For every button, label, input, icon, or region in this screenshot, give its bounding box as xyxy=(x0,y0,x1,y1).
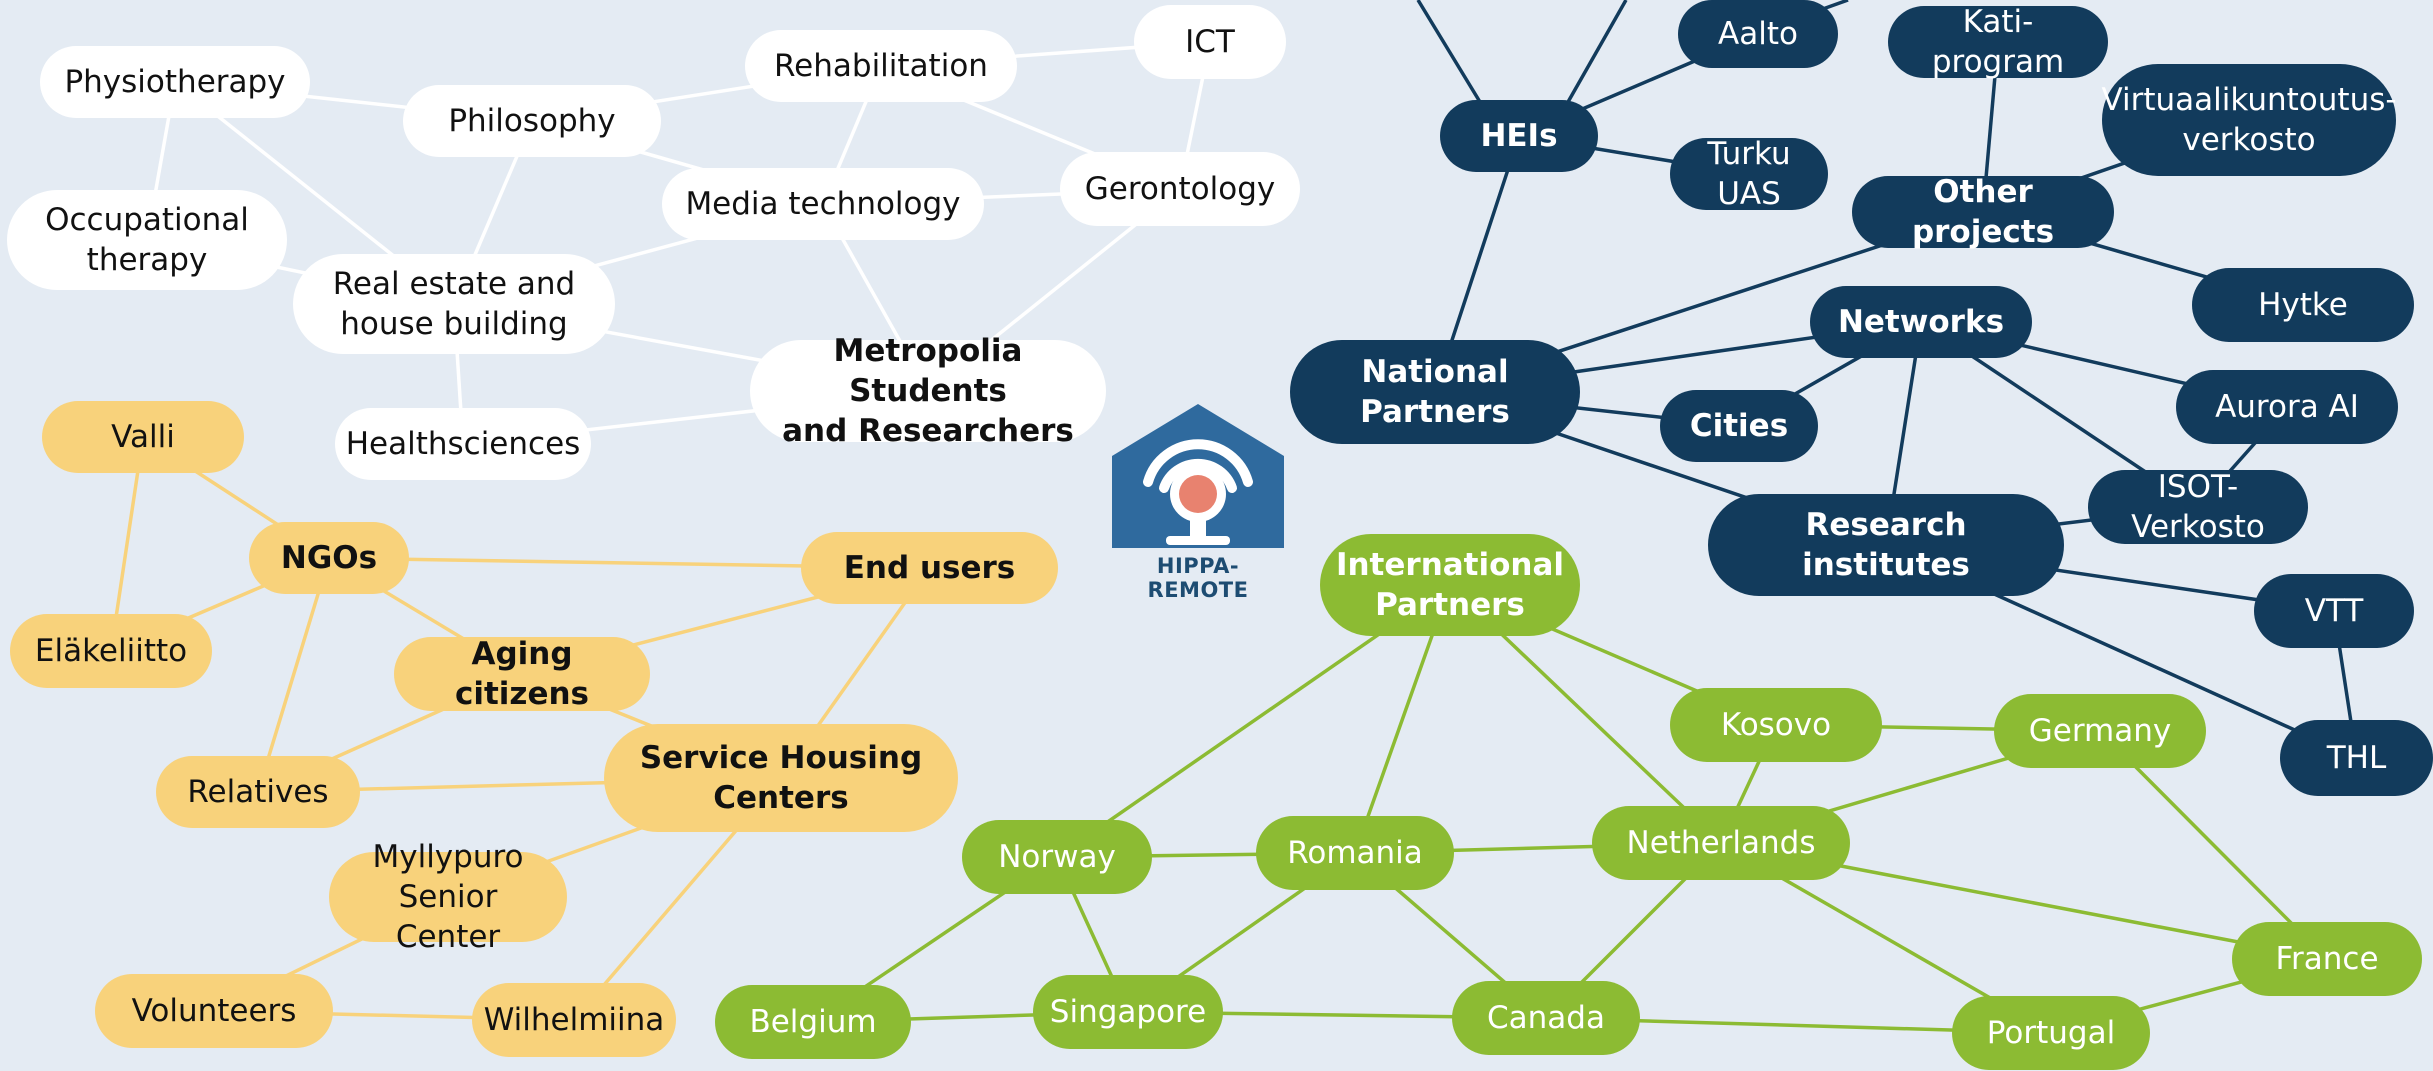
hippa-remote-logo: HIPPA-REMOTE xyxy=(1108,402,1288,602)
node-volunteers[interactable]: Volunteers xyxy=(95,974,333,1048)
node-kati[interactable]: Kati-program xyxy=(1888,4,2108,80)
node-national[interactable]: National Partners xyxy=(1290,340,1580,444)
node-france[interactable]: France xyxy=(2232,922,2422,996)
node-gerontology[interactable]: Gerontology xyxy=(1060,152,1300,226)
node-philosophy[interactable]: Philosophy xyxy=(403,85,661,157)
node-myllypuro[interactable]: Myllypuro Senior Center xyxy=(329,839,567,955)
node-canada[interactable]: Canada xyxy=(1452,981,1640,1055)
node-norway[interactable]: Norway xyxy=(962,820,1152,894)
node-singapore[interactable]: Singapore xyxy=(1033,975,1223,1049)
edge-heis-offscreen-1 xyxy=(1416,0,1482,103)
node-elakeliitto[interactable]: Eläkeliitto xyxy=(10,614,212,688)
node-service-housing[interactable]: Service Housing Centers xyxy=(604,724,958,832)
node-international[interactable]: International Partners xyxy=(1320,534,1580,636)
logo-icon xyxy=(1112,404,1284,548)
node-cities[interactable]: Cities xyxy=(1660,390,1818,462)
edge-heis-offscreen-2 xyxy=(1566,0,1628,103)
node-ict[interactable]: ICT xyxy=(1134,5,1286,79)
node-physiotherapy[interactable]: Physiotherapy xyxy=(40,46,310,118)
node-end-users[interactable]: End users xyxy=(801,532,1058,604)
node-isot[interactable]: ISOT-Verkosto xyxy=(2088,469,2308,545)
node-metropolia[interactable]: Metropolia Students and Researchers xyxy=(750,333,1106,449)
node-rehabilitation[interactable]: Rehabilitation xyxy=(745,30,1017,102)
node-healthsciences[interactable]: Healthsciences xyxy=(335,408,591,480)
edge-ngos-relatives xyxy=(256,557,331,793)
node-turku[interactable]: Turku UAS xyxy=(1670,136,1828,212)
node-virtuaali[interactable]: Virtuaalikuntoutus- verkosto xyxy=(2101,64,2397,176)
node-aurora[interactable]: Aurora AI xyxy=(2176,370,2398,444)
node-wilhelmiina[interactable]: Wilhelmiina xyxy=(472,983,676,1057)
node-occupational-therapy[interactable]: Occupational therapy xyxy=(7,190,287,290)
logo-label: HIPPA-REMOTE xyxy=(1147,554,1249,602)
node-romania[interactable]: Romania xyxy=(1256,816,1454,890)
node-netherlands[interactable]: Netherlands xyxy=(1592,806,1850,880)
node-media-technology[interactable]: Media technology xyxy=(662,168,984,240)
node-aalto[interactable]: Aalto xyxy=(1678,0,1838,68)
node-networks[interactable]: Networks xyxy=(1810,286,2032,358)
node-real-estate[interactable]: Real estate and house building xyxy=(293,254,615,354)
node-aging-citizens[interactable]: Aging citizens xyxy=(394,636,650,712)
node-portugal[interactable]: Portugal xyxy=(1952,996,2150,1070)
node-germany[interactable]: Germany xyxy=(1994,694,2206,768)
node-kosovo[interactable]: Kosovo xyxy=(1670,688,1882,762)
node-belgium[interactable]: Belgium xyxy=(715,985,911,1059)
node-valli[interactable]: Valli xyxy=(42,401,244,473)
edge-germany-france xyxy=(2098,729,2329,961)
node-ngos[interactable]: NGOs xyxy=(249,522,409,594)
node-hytke[interactable]: Hytke xyxy=(2192,268,2414,342)
node-relatives[interactable]: Relatives xyxy=(156,756,360,828)
node-heis[interactable]: HEIs xyxy=(1440,100,1598,172)
node-thl[interactable]: THL xyxy=(2280,720,2433,796)
node-vtt[interactable]: VTT xyxy=(2254,574,2414,648)
node-research[interactable]: Research institutes xyxy=(1708,494,2064,596)
node-other-projects[interactable]: Other projects xyxy=(1852,174,2114,250)
